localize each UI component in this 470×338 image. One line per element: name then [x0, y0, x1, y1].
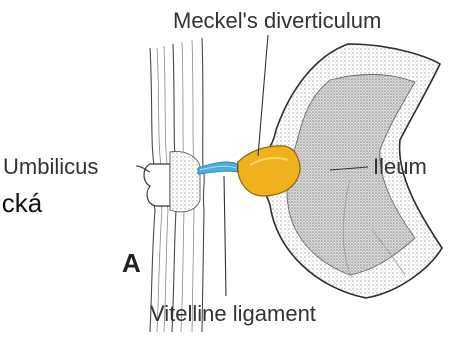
leader-vitelline	[224, 176, 226, 296]
vitelline-ligament-label: Vitelline ligament	[150, 303, 316, 325]
leader-meckels	[258, 35, 268, 156]
partial-text: ická	[0, 190, 42, 216]
vitelline-ligament-shape	[198, 162, 238, 174]
meckels-diverticulum-label: Meckel's diverticulum	[173, 10, 381, 32]
ileum-label: Ileum	[373, 156, 427, 178]
umbilicus-label: Umbilicus	[3, 156, 98, 178]
panel-letter: A	[122, 250, 141, 276]
umbilicus-shape	[144, 152, 200, 212]
